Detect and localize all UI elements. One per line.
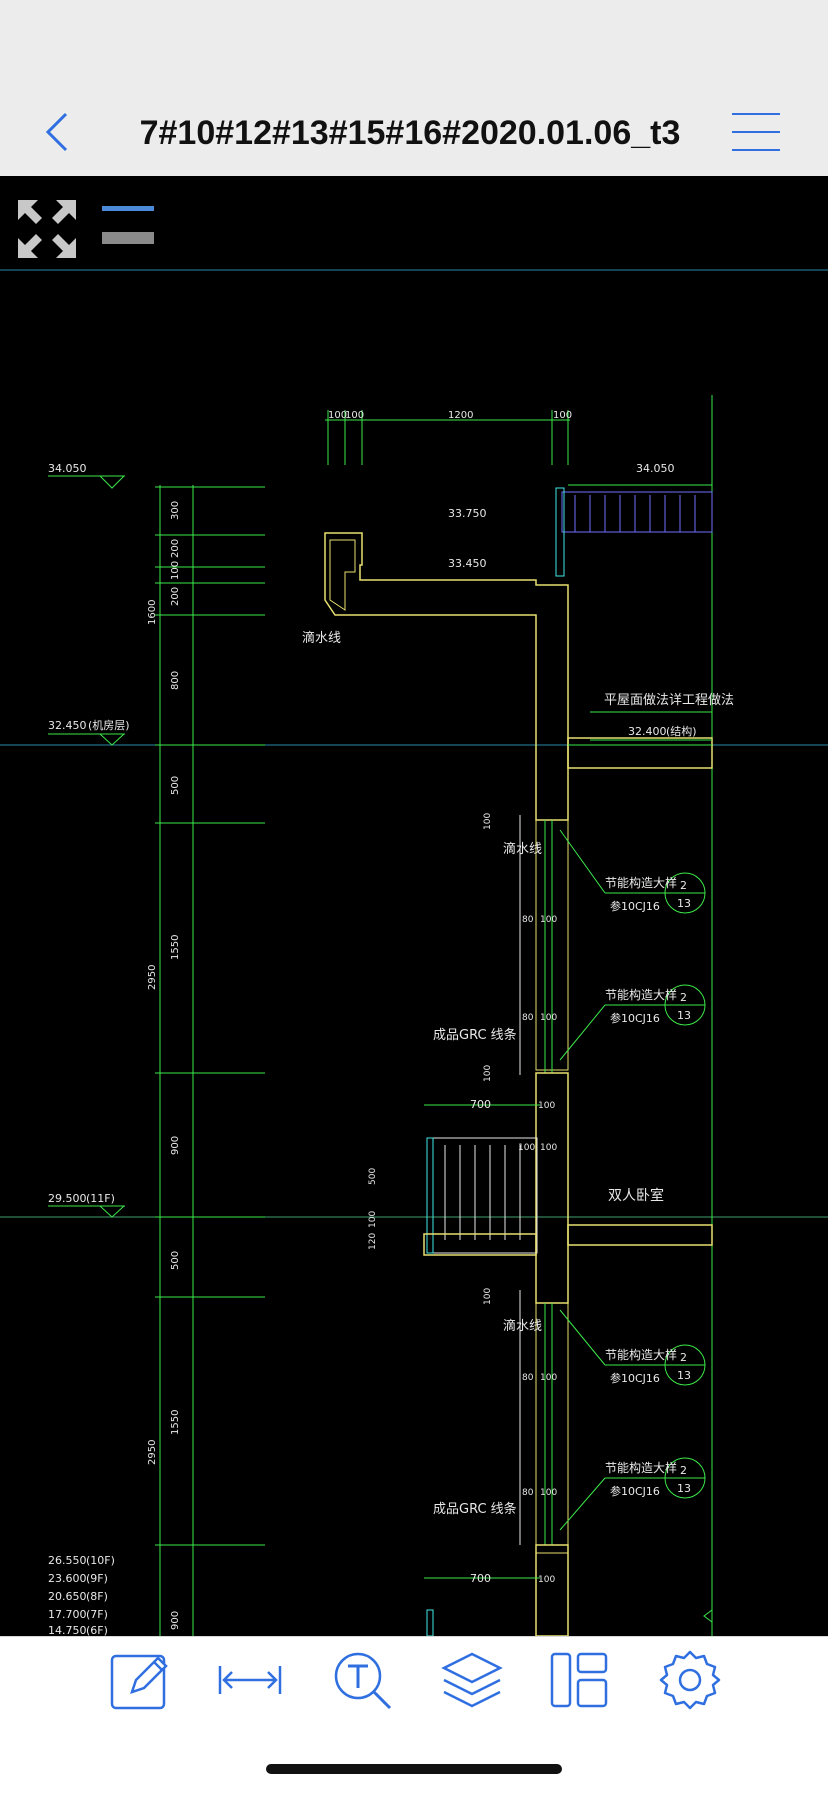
small-dim: 100	[540, 1143, 557, 1153]
small-dim: 100	[540, 915, 557, 925]
floor-level-elev: 26.550	[48, 1554, 87, 1567]
roof-note: 平屋面做法详工程做法	[604, 693, 734, 708]
elevation-label: 29.500	[48, 1192, 87, 1205]
small-dim: 80	[522, 915, 534, 925]
floor-level-name: (8F)	[86, 1590, 108, 1603]
expand-arrows-icon[interactable]	[14, 196, 80, 262]
energy-note: 节能构造大样	[605, 1347, 677, 1362]
small-dim: 100	[540, 1488, 557, 1498]
callout-sheet: 13	[677, 1482, 691, 1495]
elevation-label: 34.050	[48, 462, 87, 475]
dim-top-2: 100	[345, 410, 364, 421]
energy-ref: 参10CJ16	[610, 1371, 660, 1385]
floor-level-elev: 17.700	[48, 1608, 87, 1621]
layers-icon[interactable]	[440, 1648, 504, 1712]
navigation-bar: 7#10#12#13#15#16#2020.01.06_t3	[0, 0, 828, 177]
vertical-dim: 1600	[147, 600, 158, 625]
callout-sheet: 13	[677, 1009, 691, 1022]
chevron-left-icon[interactable]	[38, 108, 78, 156]
railing-dim: 500	[368, 1168, 378, 1185]
floor-level-elev: 14.750	[48, 1624, 87, 1636]
room-label: 双人卧室	[608, 1187, 664, 1204]
small-dim: 100	[540, 1373, 557, 1383]
elevation-label: 33.750	[448, 507, 487, 520]
small-dim: 100	[483, 1065, 493, 1082]
vertical-dim: 900	[170, 1136, 181, 1155]
callout-number: 2	[680, 991, 687, 1004]
drawing-canvas[interactable]: 100 100 1200 100 34.050 34.050 33.750 33…	[0, 176, 828, 1636]
line-weight-icon[interactable]	[100, 200, 156, 250]
dim-top-3: 1200	[448, 410, 473, 421]
grc-label: 成品GRC 线条	[433, 1501, 517, 1517]
floor-level-elev: 20.650	[48, 1590, 87, 1603]
measure-icon[interactable]	[218, 1648, 282, 1712]
drip-line-label: 滴水线	[503, 1318, 542, 1334]
vertical-dim: 2950	[147, 1440, 158, 1465]
dimension-label: 700	[470, 1572, 491, 1585]
dim-top-1: 100	[328, 410, 347, 421]
drawing-title: 7#10#12#13#15#16#2020.01.06_t3	[139, 114, 681, 152]
structure-label: (结构)	[666, 724, 697, 738]
callout-sheet: 13	[677, 897, 691, 910]
dim-top-4: 100	[553, 410, 572, 421]
small-dim: 100	[483, 813, 493, 830]
callout-sheet: 13	[677, 1369, 691, 1382]
vertical-dim: 500	[170, 1251, 181, 1270]
vertical-dim: 300	[170, 501, 181, 520]
vertical-dim: 100	[170, 561, 181, 580]
drip-line-label: 滴水线	[503, 841, 542, 857]
vertical-dim: 800	[170, 671, 181, 690]
floor-level-name: (10F)	[86, 1554, 115, 1567]
cad-annotations: 100 100 1200 100 34.050 34.050 33.750 33…	[48, 410, 734, 1636]
text-search-icon[interactable]	[330, 1648, 394, 1712]
dimension-label: 700	[470, 1098, 491, 1111]
callout-number: 2	[680, 879, 687, 892]
vertical-dim: 500	[170, 776, 181, 795]
energy-ref: 参10CJ16	[610, 1011, 660, 1025]
small-dim: 100	[518, 1143, 535, 1153]
floor-level-name: (6F)	[86, 1624, 108, 1636]
drip-line-label: 滴水线	[302, 630, 341, 646]
elevation-label: 34.050	[636, 462, 675, 475]
small-dim: 100	[538, 1575, 555, 1585]
vertical-dim: 2950	[147, 965, 158, 990]
vertical-dim: 1550	[170, 935, 181, 960]
small-dim: 80	[522, 1013, 534, 1023]
railing-dim: 120	[368, 1233, 378, 1250]
floor-label: (机房层)	[88, 718, 130, 732]
small-dim: 100	[538, 1101, 555, 1111]
small-dim: 100	[483, 1288, 493, 1305]
vertical-dim: 200	[170, 587, 181, 606]
cad-drawing	[0, 269, 828, 1636]
callout-number: 2	[680, 1464, 687, 1477]
vertical-dim: 1550	[170, 1410, 181, 1435]
railing-dim: 100	[368, 1211, 378, 1228]
energy-note: 节能构造大样	[605, 1460, 677, 1475]
energy-ref: 参10CJ16	[610, 899, 660, 913]
edit-pencil-icon[interactable]	[108, 1648, 172, 1712]
energy-ref: 参10CJ16	[610, 1484, 660, 1498]
small-dim: 100	[540, 1013, 557, 1023]
hamburger-menu-icon[interactable]	[730, 110, 782, 154]
floor-level-name: (7F)	[86, 1608, 108, 1621]
elevation-label: 32.450	[48, 719, 87, 732]
settings-gear-icon[interactable]	[658, 1648, 722, 1712]
floor-label: (11F)	[86, 1192, 115, 1205]
callout-number: 2	[680, 1351, 687, 1364]
vertical-dim: 200	[170, 539, 181, 558]
layout-icon[interactable]	[548, 1648, 612, 1712]
floor-level-name: (9F)	[86, 1572, 108, 1585]
home-indicator	[266, 1764, 562, 1774]
small-dim: 80	[522, 1373, 534, 1383]
grc-label: 成品GRC 线条	[433, 1027, 517, 1043]
energy-note: 节能构造大样	[605, 987, 677, 1002]
floor-level-elev: 23.600	[48, 1572, 87, 1585]
vertical-dim: 900	[170, 1611, 181, 1630]
small-dim: 80	[522, 1488, 534, 1498]
elevation-label: 33.450	[448, 557, 487, 570]
energy-note: 节能构造大样	[605, 875, 677, 890]
elevation-label: 32.400	[628, 725, 667, 738]
